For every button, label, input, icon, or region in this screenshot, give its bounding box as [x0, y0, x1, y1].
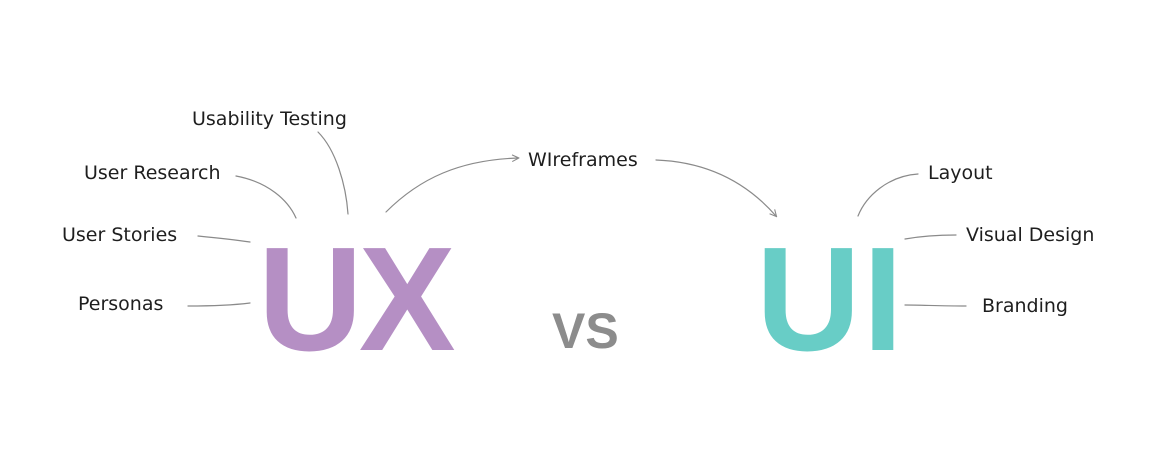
connector-layout [857, 173, 919, 217]
user-stories-label: User Stories [62, 224, 178, 246]
connector-visual-design [904, 234, 957, 240]
connector-user-research [235, 175, 297, 219]
connector-wireframes-to-ui [655, 159, 776, 216]
connector-personas [187, 302, 251, 307]
usability-testing-label: Usability Testing [192, 108, 347, 130]
vs-heading: VS [552, 303, 619, 359]
connector-ux-to-wireframes [385, 158, 518, 213]
ui-heading: UI [756, 217, 905, 382]
ux-heading: UX [258, 217, 456, 382]
user-research-label: User Research [84, 162, 221, 184]
connector-branding [904, 304, 967, 307]
wireframes-label: WIreframes [528, 149, 638, 171]
visual-design-label: Visual Design [966, 224, 1095, 246]
layout-label: Layout [928, 162, 993, 184]
connector-user-stories [197, 235, 251, 243]
connector-usability-testing [317, 131, 349, 215]
branding-label: Branding [982, 295, 1068, 317]
personas-label: Personas [78, 293, 164, 315]
